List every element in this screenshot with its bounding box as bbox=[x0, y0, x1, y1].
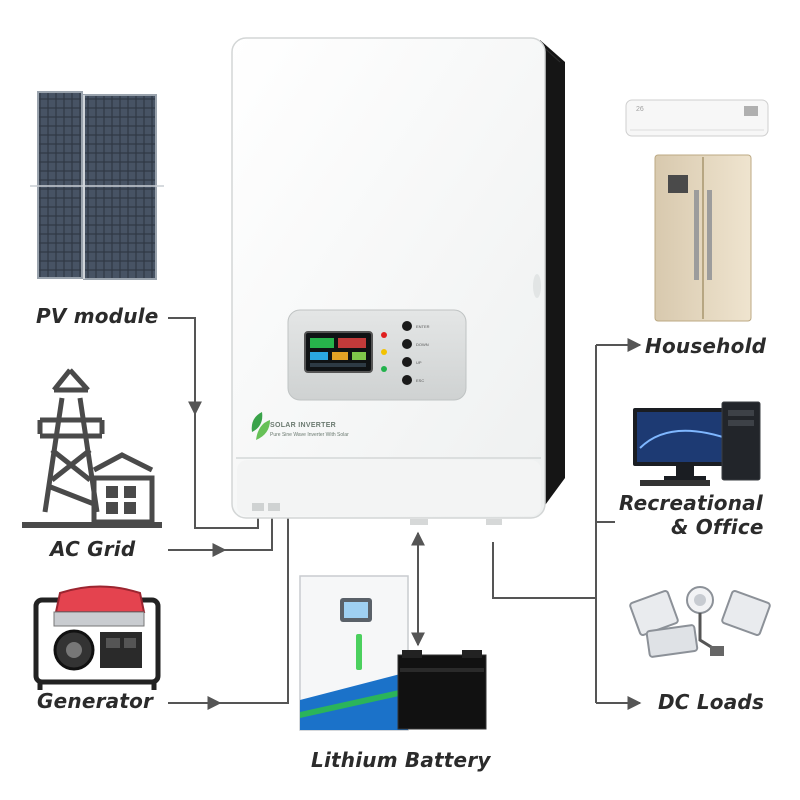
down-button[interactable] bbox=[402, 339, 412, 349]
inverter-front bbox=[231, 37, 546, 519]
floodlight-icon bbox=[629, 586, 771, 658]
inverter-side-panel bbox=[540, 40, 565, 512]
ac-display-text: 26 bbox=[636, 106, 644, 113]
led-red bbox=[381, 332, 387, 338]
solar-panel-icon bbox=[30, 91, 164, 280]
inverter-tagline-text: Pure Sine Wave Inverter With Solar bbox=[270, 432, 349, 438]
grid-building-icon bbox=[22, 452, 162, 528]
leaf-logo-icon bbox=[251, 412, 270, 440]
computer-icon bbox=[633, 401, 761, 486]
dc-loads-label: DC Loads bbox=[658, 690, 765, 714]
esc-button-caption: ESC bbox=[416, 378, 425, 383]
lithium-battery-label: Lithium Battery bbox=[311, 748, 491, 772]
up-button[interactable] bbox=[402, 357, 412, 367]
generator-icon bbox=[33, 585, 161, 690]
up-button-caption: UP bbox=[416, 360, 422, 365]
inverter-brand-text: SOLAR INVERTER bbox=[270, 422, 337, 429]
enter-button-caption: ENTER bbox=[416, 324, 430, 329]
office-label-line2: & Office bbox=[671, 515, 764, 539]
air-conditioner bbox=[625, 99, 769, 137]
lead-acid-battery bbox=[397, 654, 487, 730]
transmission-tower-icon bbox=[37, 368, 105, 513]
battery-icon bbox=[299, 575, 487, 731]
led-green bbox=[381, 366, 387, 372]
esc-button[interactable] bbox=[402, 375, 412, 385]
output-trunk-line bbox=[492, 542, 596, 599]
household-label: Household bbox=[645, 334, 767, 358]
fridge-ac-icon bbox=[625, 99, 769, 322]
connection-lines bbox=[168, 317, 642, 710]
generator-inverter-line bbox=[220, 510, 289, 704]
inverter-unit bbox=[231, 37, 565, 525]
enter-button[interactable] bbox=[402, 321, 412, 331]
led-yellow bbox=[381, 349, 387, 355]
pv-link-line bbox=[168, 317, 202, 416]
ac-grid-label: AC Grid bbox=[50, 537, 136, 561]
office-label-line1: Recreational bbox=[619, 491, 763, 515]
grid-inverter-line bbox=[225, 505, 273, 551]
pv-module-label: PV module bbox=[36, 304, 159, 328]
generator-label: Generator bbox=[37, 689, 154, 713]
down-button-caption: DOWN bbox=[416, 342, 429, 347]
